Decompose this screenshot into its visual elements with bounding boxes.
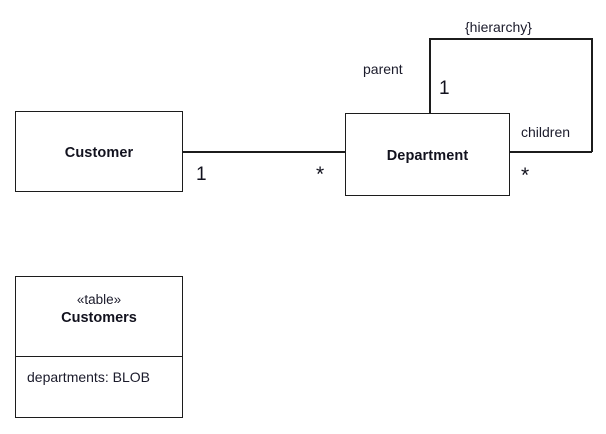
compartment-divider [16, 356, 182, 357]
multiplicity-children-end: * [521, 164, 530, 187]
association-line-customer-department [183, 151, 345, 153]
class-name-customer: Customer [64, 145, 134, 161]
multiplicity-parent-end: 1 [439, 78, 450, 99]
class-name-customers: Customers [61, 310, 137, 326]
role-label-children: children [521, 124, 571, 140]
class-name-department: Department [386, 148, 469, 164]
association-line-hierarchy-right-segment [591, 38, 593, 152]
class-box-customers-table[interactable]: «table» Customers departments: BLOB [15, 276, 183, 418]
class-box-department[interactable]: Department [345, 113, 510, 196]
association-line-hierarchy-parent-segment [429, 38, 431, 113]
class-box-customer[interactable]: Customer [15, 111, 183, 192]
multiplicity-department-end: * [316, 163, 325, 186]
stereotype-label-table: «table» [76, 292, 122, 307]
association-line-hierarchy-top-segment [429, 38, 593, 40]
constraint-label-hierarchy: {hierarchy} [465, 19, 532, 35]
association-line-hierarchy-children-segment [510, 151, 592, 153]
multiplicity-customer-end: 1 [196, 164, 207, 185]
role-label-parent: parent [363, 61, 403, 77]
attribute-departments-blob: departments: BLOB [27, 369, 150, 385]
